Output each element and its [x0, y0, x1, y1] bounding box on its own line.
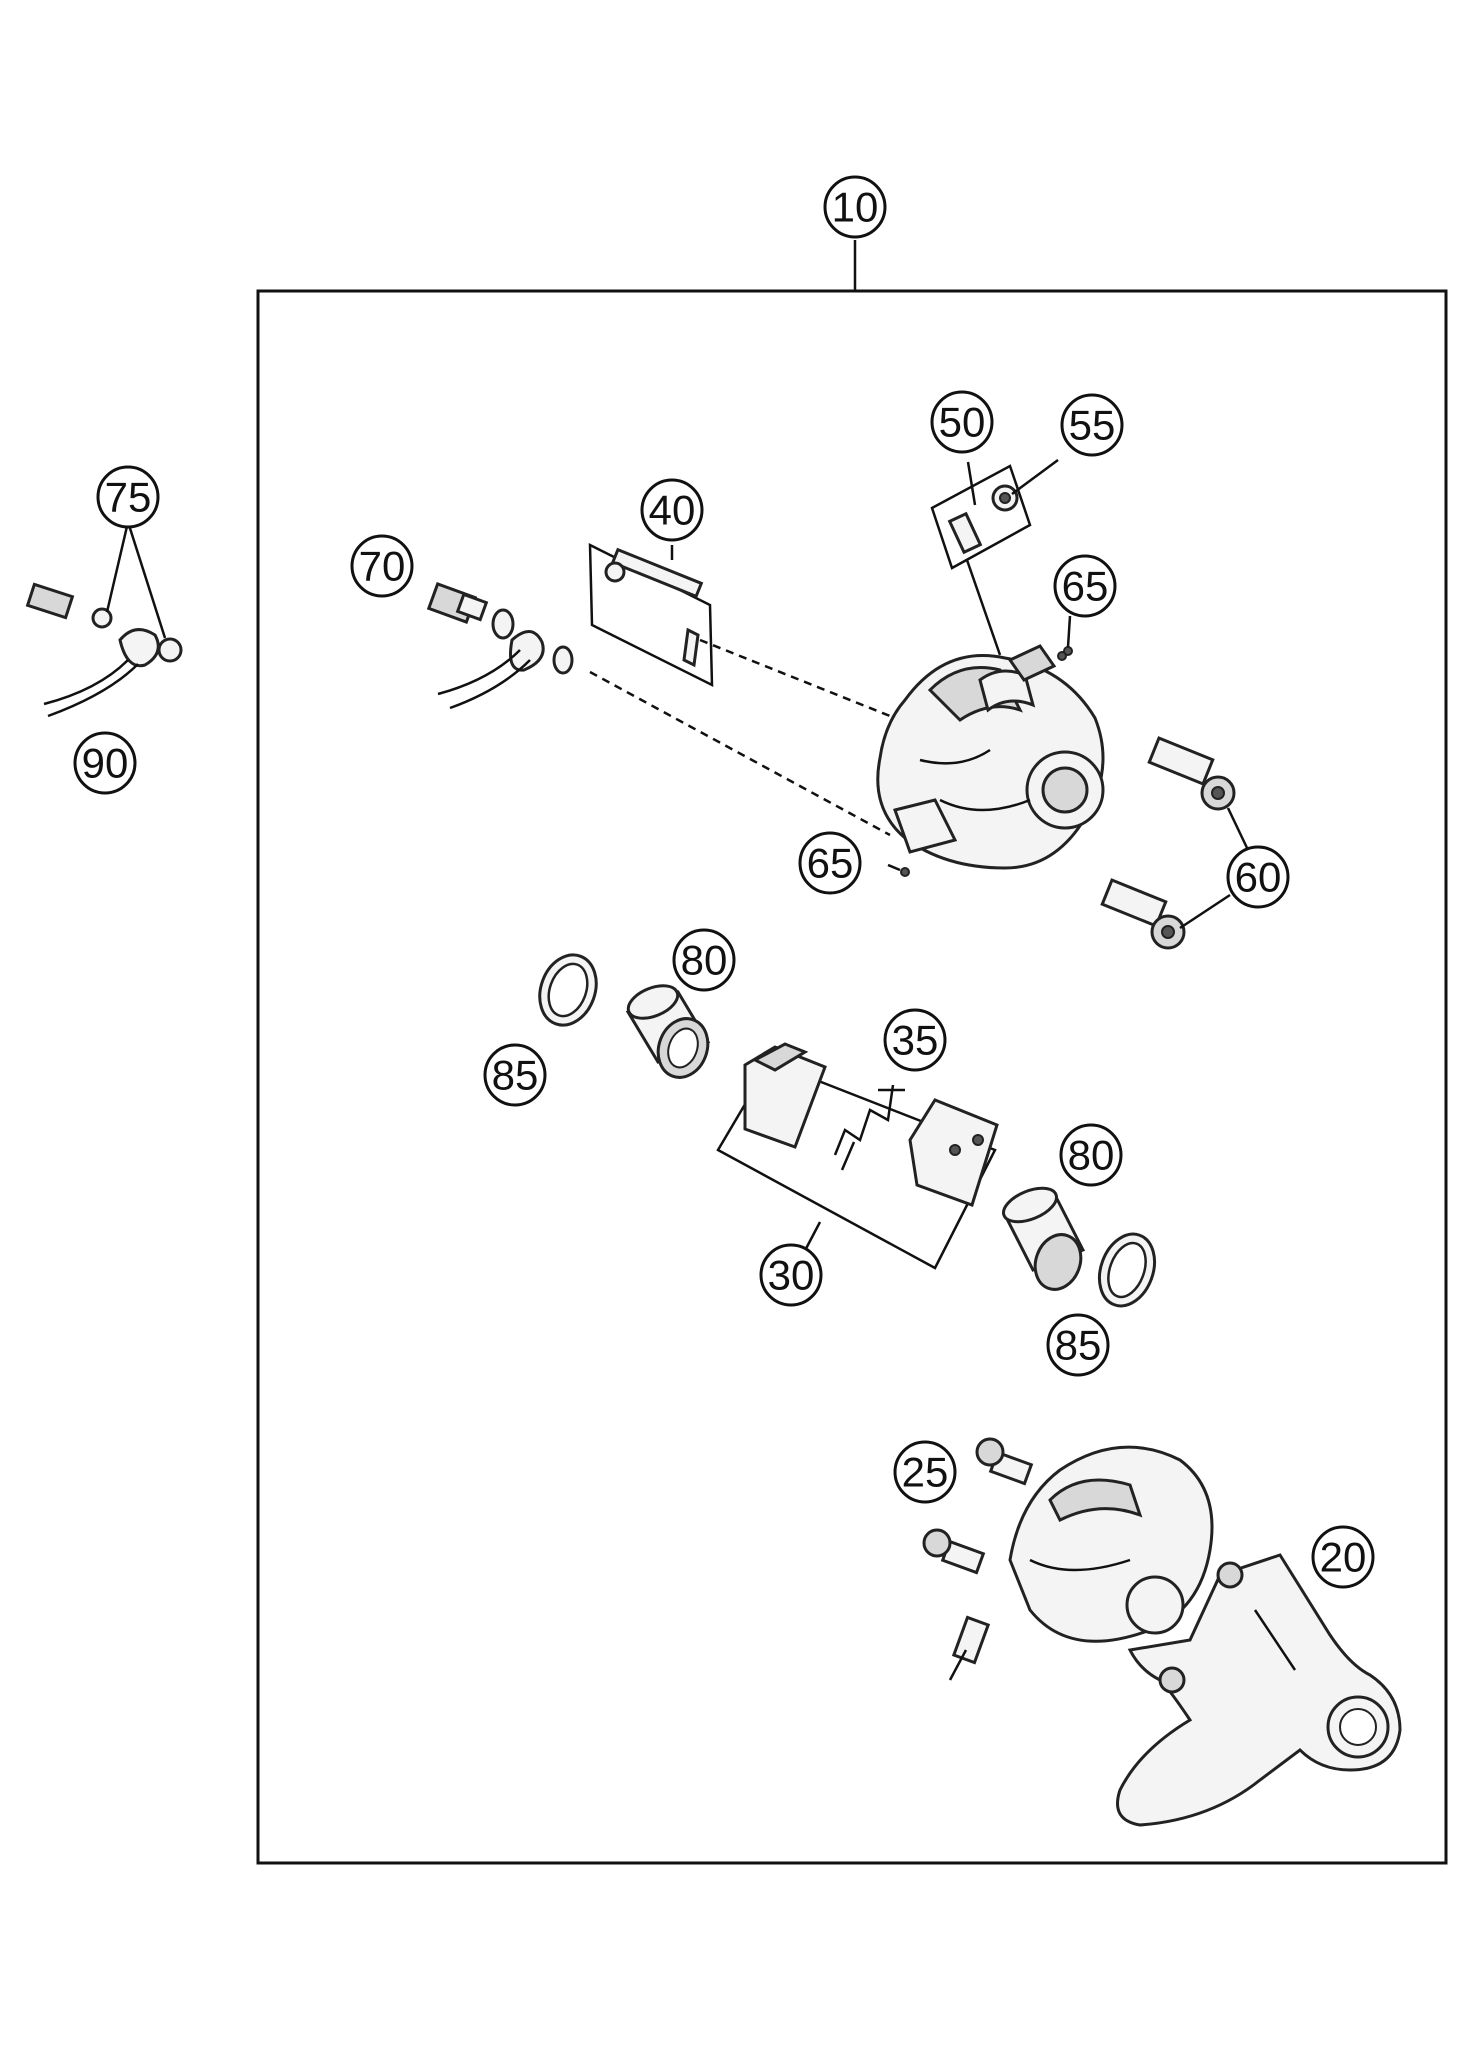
brake-pad-kit-part: [716, 1042, 999, 1270]
callout-90-label: 90: [82, 740, 129, 787]
callout-10: 10: [823, 175, 887, 239]
callout-90: 90: [73, 731, 137, 795]
callout-40: 40: [640, 478, 704, 542]
bleeder-screw-part: [426, 582, 574, 710]
bleeder-kit-part: [930, 458, 1059, 656]
callout-85-left: 85: [483, 1043, 547, 1107]
callout-35: 35: [883, 1008, 947, 1072]
assembly-line-lower: [589, 670, 891, 837]
callout-40-label: 40: [649, 487, 696, 534]
caliper-bracket-part: [1116, 1553, 1402, 1827]
callout-80-left-label: 80: [681, 937, 728, 984]
callout-85-right-label: 85: [1055, 1322, 1102, 1369]
callout-65-upper-label: 65: [1062, 563, 1109, 610]
piston-80-right: [1002, 1186, 1086, 1291]
callout-65-lower-label: 65: [807, 840, 854, 887]
banjo-bolt-part: [25, 521, 183, 718]
pin-kit-part: [588, 542, 714, 688]
callout-30: 30: [759, 1243, 823, 1307]
callout-50-label: 50: [939, 399, 986, 446]
callout-35-label: 35: [892, 1017, 939, 1064]
callout-25: 25: [893, 1440, 957, 1504]
callout-85-left-label: 85: [492, 1052, 539, 1099]
seal-85-left: [538, 953, 598, 1027]
callout-85-right: 85: [1046, 1313, 1110, 1377]
callout-60-label: 60: [1235, 854, 1282, 901]
callout-80-right: 80: [1059, 1123, 1123, 1187]
callout-60: 60: [1226, 845, 1290, 909]
caliper-pins-part: [1100, 736, 1250, 950]
callout-25-label: 25: [902, 1449, 949, 1496]
callout-50: 50: [930, 390, 994, 454]
callout-65-lower: 65: [798, 831, 862, 895]
callout-55-label: 55: [1069, 402, 1116, 449]
seal-85-right: [1097, 1232, 1157, 1308]
ball-65-upper: [1063, 646, 1073, 656]
callout-80-right-label: 80: [1068, 1132, 1115, 1179]
callout-20-label: 20: [1320, 1534, 1367, 1581]
callout-30-label: 30: [768, 1252, 815, 1299]
ball-65-lower: [900, 867, 910, 877]
callout-70: 70: [350, 534, 414, 598]
callout-80-left: 80: [672, 928, 736, 992]
assembled-caliper-part: [922, 1437, 1214, 1681]
callout-20: 20: [1311, 1525, 1375, 1589]
callout-75-label: 75: [105, 474, 152, 521]
assembly-frame: [256, 289, 1448, 1865]
callout-65-upper: 65: [1053, 554, 1117, 618]
callout-10-label: 10: [832, 184, 879, 231]
callout-55: 55: [1060, 393, 1124, 457]
callout-75: 75: [96, 465, 160, 529]
piston-80-left: [625, 984, 711, 1079]
callout-70-label: 70: [359, 543, 406, 590]
caliper-housing-part: [876, 644, 1105, 870]
